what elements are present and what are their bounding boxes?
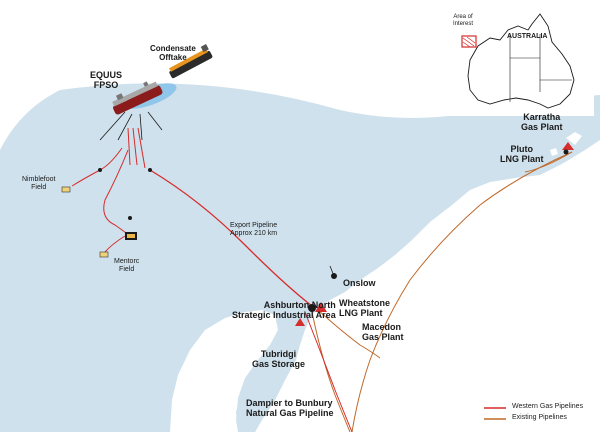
tubridgi-marker [295, 318, 305, 326]
island-karratha [566, 132, 582, 145]
existing-pipeline-karratha-branch [524, 151, 573, 173]
gulf-water [236, 330, 300, 432]
pluto-marker [563, 149, 569, 155]
mentorc-platform [125, 232, 137, 240]
flowline-a [127, 127, 131, 166]
label-export-pipeline: Export Pipeline Approx 210 km [230, 222, 278, 238]
label-ashburton-north: Ashburton North Strategic Industrial Are… [232, 300, 336, 321]
label-dampier-bunbury: Dampier to Bunbury Natural Gas Pipeline [246, 398, 334, 419]
subsea-node-2 [128, 216, 132, 220]
label-wheatstone: Wheatstone LNG Plant [339, 298, 391, 319]
legend-western-label: Western Gas Pipelines [512, 403, 584, 410]
wheatstone-plant-marker [315, 302, 327, 312]
subsea-node-1 [98, 168, 102, 172]
label-karratha: Karratha Gas Plant [521, 112, 563, 133]
mentorc-wellhead [99, 251, 109, 258]
label-mentorc-field: Mentorc Field [114, 258, 140, 274]
western-pipeline-tubridgi [304, 311, 353, 432]
island-small [550, 148, 558, 156]
export-pipeline [149, 169, 313, 307]
label-pluto: Pluto LNG Plant [500, 144, 544, 165]
ashburton-hub [308, 304, 316, 312]
land-peninsula [170, 310, 278, 432]
existing-pipeline-tubridgi [311, 311, 351, 432]
subsea-node-3 [148, 168, 152, 172]
label-condensate-offtake: Condensate Offtake [150, 44, 196, 63]
label-nimblefoot-field: Nimblefoot Field [22, 176, 56, 192]
existing-pipeline-onslow-link [317, 309, 381, 359]
fpso-vessel [112, 81, 163, 115]
flowline-mentorc-2 [104, 235, 126, 253]
label-macedon: Macedon Gas Plant [362, 322, 404, 343]
flowline-mentorc [103, 149, 131, 237]
existing-pipeline-dampier-bunbury [351, 151, 573, 432]
inset-area-of-interest: Area of Interest [453, 14, 474, 27]
karratha-marker [562, 142, 574, 150]
label-equus-fpso: EQUUS FPSO [90, 70, 123, 91]
flowline-c [137, 127, 146, 169]
area-of-interest-box [461, 35, 477, 48]
label-onslow: Onslow [343, 278, 376, 288]
inset-map [448, 6, 594, 116]
land-mass [255, 140, 600, 432]
label-tubridgi: Tubridgi Gas Storage [252, 349, 306, 370]
inset-australia: AUSTRALIA [507, 33, 548, 40]
nimblefoot-wellhead [61, 186, 71, 193]
australia-outline [467, 13, 575, 109]
mooring-lines [99, 111, 163, 141]
condensate-tanker [169, 44, 213, 79]
legend-existing-label: Existing Pipelines [512, 414, 567, 421]
flowline-b [132, 127, 138, 166]
